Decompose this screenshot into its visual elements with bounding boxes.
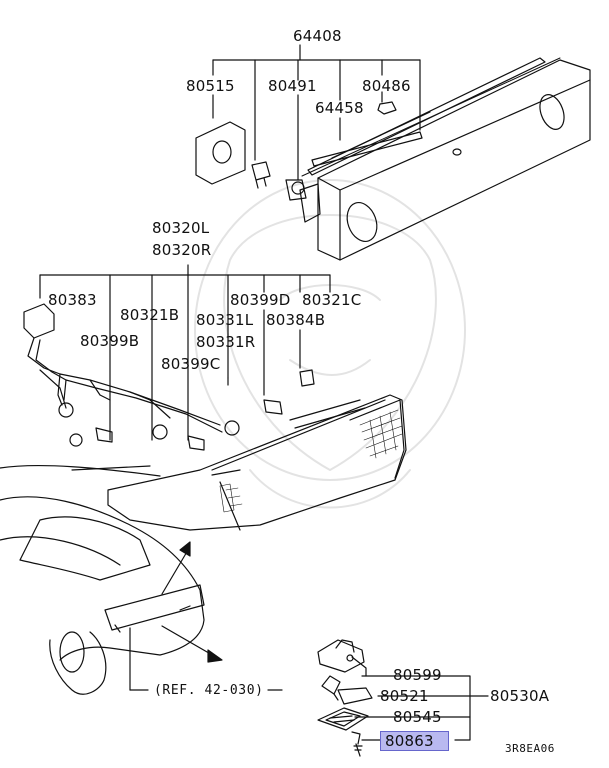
part-80491-bulb[interactable] [285,94,307,201]
callout-80486[interactable]: 80486 [362,77,411,95]
sockets[interactable] [58,369,315,451]
watermark-emblem [194,179,466,509]
vehicle-silhouette [0,496,205,695]
callout-80383[interactable]: 80383 [48,291,97,309]
callout-80321B[interactable]: 80321B [120,306,180,324]
part-80599-socket[interactable] [317,639,365,673]
callout-64458[interactable]: 64458 [315,99,364,117]
callout-80399C[interactable]: 80399C [161,355,221,373]
license-lamp-leaders [351,656,489,741]
callout-64408[interactable]: 64408 [293,27,342,45]
callout-80320L[interactable]: 80320L [152,219,210,237]
callout-leaders-64408 [212,44,421,161]
reference-note[interactable]: (REF. 42-030) [154,683,264,698]
callout-80599[interactable]: 80599 [393,666,442,684]
part-80521-bulb[interactable] [321,675,373,705]
callout-80399D[interactable]: 80399D [230,291,291,309]
license-garnish-panel [299,57,591,261]
part-80383-harness[interactable] [23,303,223,433]
part-80515-pad[interactable] [195,94,246,185]
callout-80399B[interactable]: 80399B [80,332,140,350]
part-rear-combination-lamp[interactable] [0,394,407,531]
callout-80515[interactable]: 80515 [186,77,235,95]
callout-80331R[interactable]: 80331R [196,333,256,351]
callout-80320R[interactable]: 80320R [152,241,212,259]
part-64458-strip[interactable] [311,117,423,167]
direction-arrows [161,541,223,663]
lamp-lens-pattern [219,409,403,513]
part-clip-fastener[interactable] [251,161,271,189]
part-80545-lens[interactable] [317,707,369,731]
part-80486-nut[interactable] [377,91,397,115]
callout-80491[interactable]: 80491 [268,77,317,95]
callout-80331L[interactable]: 80331L [196,311,254,329]
callout-80521[interactable]: 80521 [380,687,429,705]
callout-80545[interactable]: 80545 [393,708,442,726]
callout-80321C[interactable]: 80321C [302,291,362,309]
diagram-code: 3R8EA06 [505,742,555,755]
part-80863-screw[interactable] [351,731,363,757]
callout-80384B[interactable]: 80384B [266,311,326,329]
callout-leaders-80320 [39,264,331,441]
callout-80863-highlighted[interactable]: 80863 [380,731,449,751]
callout-80530A[interactable]: 80530A [490,687,550,705]
